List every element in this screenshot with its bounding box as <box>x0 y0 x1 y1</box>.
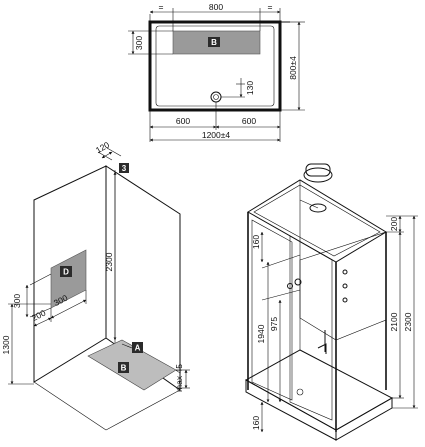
floor-badge-b <box>118 362 129 373</box>
cabin-shower-head <box>309 203 327 213</box>
floor-label-b: B <box>121 364 127 373</box>
cabin-door-left <box>251 219 293 401</box>
plan-top-eq-right: = <box>268 2 273 12</box>
plan-total-width: 1200±4 <box>202 130 231 140</box>
wall-box-elevation: 1300 <box>1 335 11 354</box>
floor-edge <box>33 381 107 431</box>
cabin-bottom-160: 160 <box>251 416 261 430</box>
plan-drain <box>210 91 222 103</box>
cabin-roof-inner <box>253 184 381 257</box>
cabin-height-2100: 2100 <box>389 312 399 331</box>
plan-bottom-left: 600 <box>176 116 190 126</box>
wall-height: 2300 <box>104 252 114 271</box>
wall-label-d: D <box>63 268 69 277</box>
cabin-drain <box>296 388 304 396</box>
wall-ceiling-offset: 120 <box>94 139 112 155</box>
plan-label-b: B <box>211 38 217 47</box>
cabin-roof <box>247 179 387 263</box>
shower-cabin-view: 160 1940 975 160 200 2100 2300 <box>244 163 418 441</box>
cabin-height-2300: 2300 <box>403 312 413 331</box>
cabin-door-right <box>289 235 333 421</box>
cabin-jet-1 <box>342 269 348 275</box>
cabin-jet-3 <box>342 297 348 303</box>
cabin-back-panel <box>299 231 387 341</box>
cabin-ventilator <box>303 167 333 183</box>
wall-box-height: 300 <box>12 294 22 308</box>
plan-view: B = 800 = 300 800±4 130 600 <box>128 2 305 142</box>
cabin-tray-side <box>335 397 393 441</box>
cabin-height-975: 975 <box>269 317 279 331</box>
cabin-top-160: 160 <box>251 235 261 249</box>
floor-label-a: A <box>135 344 141 353</box>
cabin-jet-2 <box>342 283 348 289</box>
wall-label-3: 3 <box>122 164 127 173</box>
plan-top-width: 800 <box>209 2 223 12</box>
floor-badge-a <box>132 342 143 353</box>
cabin-control-2 <box>287 283 293 289</box>
plan-badge-b <box>208 37 220 47</box>
cabin-height-1940: 1940 <box>256 324 266 343</box>
plan-top-eq-left: = <box>159 2 164 12</box>
wall-tray-max: max 45 <box>174 364 184 392</box>
plan-left-depth: 300 <box>134 36 144 50</box>
cabin-top-200: 200 <box>389 217 399 231</box>
wall-badge-d <box>60 266 72 277</box>
plan-right-depth: 800±4 <box>288 56 298 80</box>
plan-drain-offset: 130 <box>245 81 255 95</box>
plan-tray-rim <box>148 20 282 112</box>
wall-view: 120 3 2300 D 300 300 200 1300 A B <box>1 139 190 431</box>
cabin-control-1 <box>294 278 302 286</box>
wall-badge-3 <box>119 163 129 173</box>
plan-drain-inner <box>213 94 219 100</box>
plan-bottom-right: 600 <box>242 116 256 126</box>
plan-tray-basin <box>155 25 275 107</box>
